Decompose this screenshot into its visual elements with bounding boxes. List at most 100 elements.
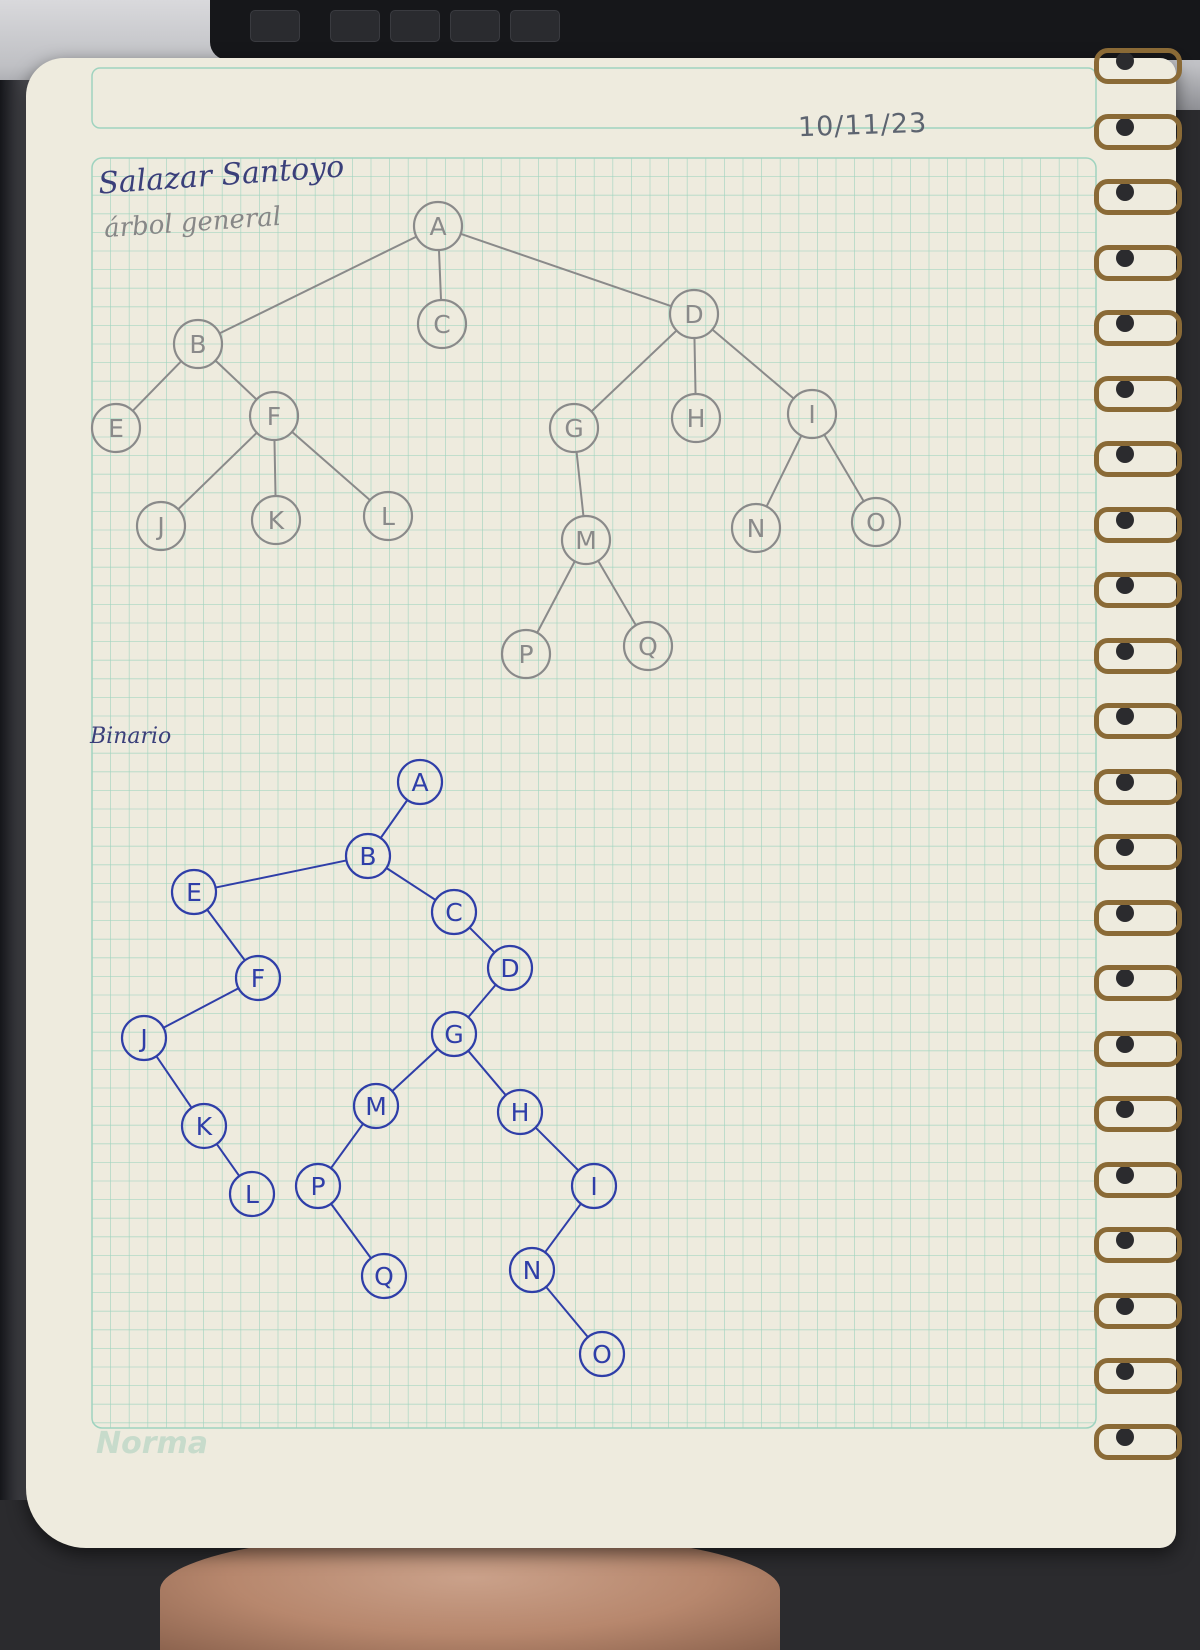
general-node-circle: [622, 620, 674, 672]
binary-node-c: C: [430, 888, 478, 936]
binary-edge-m-p: [329, 1122, 365, 1170]
binary-node-circle: [486, 944, 534, 992]
binary-node-circle: [430, 1010, 478, 1058]
general-node-l: L: [362, 490, 414, 542]
general-edge-b-e: [131, 360, 183, 412]
general-node-label: L: [381, 502, 395, 531]
general-node-label: P: [518, 640, 533, 669]
spiral-ring: [1094, 834, 1182, 870]
header-box: [91, 67, 1097, 129]
general-edge-a-d: [459, 232, 673, 308]
binary-node-i: I: [570, 1162, 618, 1210]
general-edge-m-p: [536, 560, 576, 634]
keyboard-key: [510, 10, 560, 42]
spiral-ring: [1094, 1423, 1182, 1460]
binary-node-circle: [570, 1162, 618, 1210]
binary-node-label: C: [445, 898, 462, 927]
binding-hole: [1116, 510, 1134, 529]
general-node-i: I: [786, 388, 838, 440]
general-edge-m-q: [597, 559, 637, 627]
general-node-p: P: [500, 628, 552, 680]
binary-node-j: J: [120, 1014, 168, 1062]
general-node-label: K: [268, 506, 285, 535]
keyboard-key: [450, 10, 500, 42]
spiral-ring: [1094, 1358, 1182, 1394]
binary-edge-a-b: [379, 799, 409, 839]
general-node-label: G: [564, 414, 583, 443]
binary-node-label: J: [138, 1024, 147, 1053]
binary-node-label: D: [500, 954, 519, 983]
general-node-label: B: [189, 330, 206, 359]
binary-node-label: H: [511, 1098, 530, 1127]
binary-edge-b-e: [214, 859, 348, 889]
binary-node-circle: [294, 1162, 342, 1210]
general-node-circle: [668, 288, 720, 340]
binary-node-f: F: [234, 954, 282, 1002]
general-node-circle: [730, 502, 782, 554]
general-node-k: K: [250, 494, 302, 546]
binary-edge-e-f: [206, 908, 246, 962]
binding-hole: [1116, 1427, 1134, 1446]
general-edge-d-h: [693, 336, 697, 396]
binary-node-circle: [234, 954, 282, 1002]
spiral-ring: [1094, 375, 1182, 412]
binary-node-d: D: [486, 944, 534, 992]
binary-node-circle: [496, 1088, 544, 1136]
binding-hole: [1116, 838, 1134, 856]
binary-tree-title: Binario: [90, 724, 172, 749]
general-node-circle: [500, 628, 552, 680]
binary-node-label: M: [365, 1092, 387, 1121]
binary-node-o: O: [578, 1330, 626, 1378]
binary-node-label: Q: [374, 1262, 394, 1291]
binary-node-circle: [228, 1170, 276, 1218]
general-node-circle: [362, 490, 414, 542]
binding-hole: [1116, 1100, 1134, 1118]
general-edge-b-f: [214, 359, 258, 401]
general-edge-f-l: [291, 430, 371, 502]
general-edge-a-b: [218, 235, 418, 335]
spiral-ring: [1094, 768, 1182, 805]
binary-tree-edges: [155, 799, 589, 1339]
binary-node-label: G: [444, 1020, 463, 1049]
binary-node-label: A: [411, 768, 428, 797]
general-node-circle: [670, 392, 722, 444]
keyboard-key: [330, 10, 380, 42]
spiral-ring: [1094, 1096, 1182, 1132]
binary-node-circle: [578, 1330, 626, 1378]
general-tree-edges: [131, 232, 865, 634]
binding-hole: [1116, 1165, 1134, 1184]
general-node-label: J: [155, 512, 164, 541]
binding-hole: [1116, 52, 1134, 70]
general-node-label: M: [575, 526, 597, 555]
binary-node-p: P: [294, 1162, 342, 1210]
binding-hole: [1116, 772, 1134, 791]
binding-hole: [1116, 1231, 1134, 1249]
binary-node-label: N: [523, 1256, 542, 1285]
binary-node-g: G: [430, 1010, 478, 1058]
general-node-n: N: [730, 502, 782, 554]
general-edge-d-g: [590, 329, 678, 413]
general-node-circle: [250, 494, 302, 546]
binary-node-circle: [352, 1082, 400, 1130]
general-node-circle: [786, 388, 838, 440]
general-edge-i-n: [765, 434, 803, 508]
spiral-ring: [1094, 965, 1182, 1001]
keyboard-key: [250, 10, 300, 42]
general-node-label: O: [866, 508, 886, 537]
general-node-a: A: [412, 200, 464, 252]
binary-edge-g-h: [467, 1049, 507, 1097]
general-node-circle: [90, 402, 142, 454]
binary-node-label: O: [592, 1340, 612, 1369]
binary-edge-h-i: [534, 1126, 580, 1172]
spiral-ring: [1094, 1227, 1182, 1263]
binary-node-k: K: [180, 1102, 228, 1150]
binary-node-circle: [344, 832, 392, 880]
general-node-circle: [416, 298, 468, 350]
grid-lines: [91, 67, 1097, 1429]
binary-node-label: P: [310, 1172, 325, 1201]
binary-node-label: F: [251, 964, 265, 993]
spiral-ring: [1094, 1161, 1182, 1198]
binary-edge-g-m: [391, 1047, 439, 1093]
general-node-circle: [135, 500, 187, 552]
